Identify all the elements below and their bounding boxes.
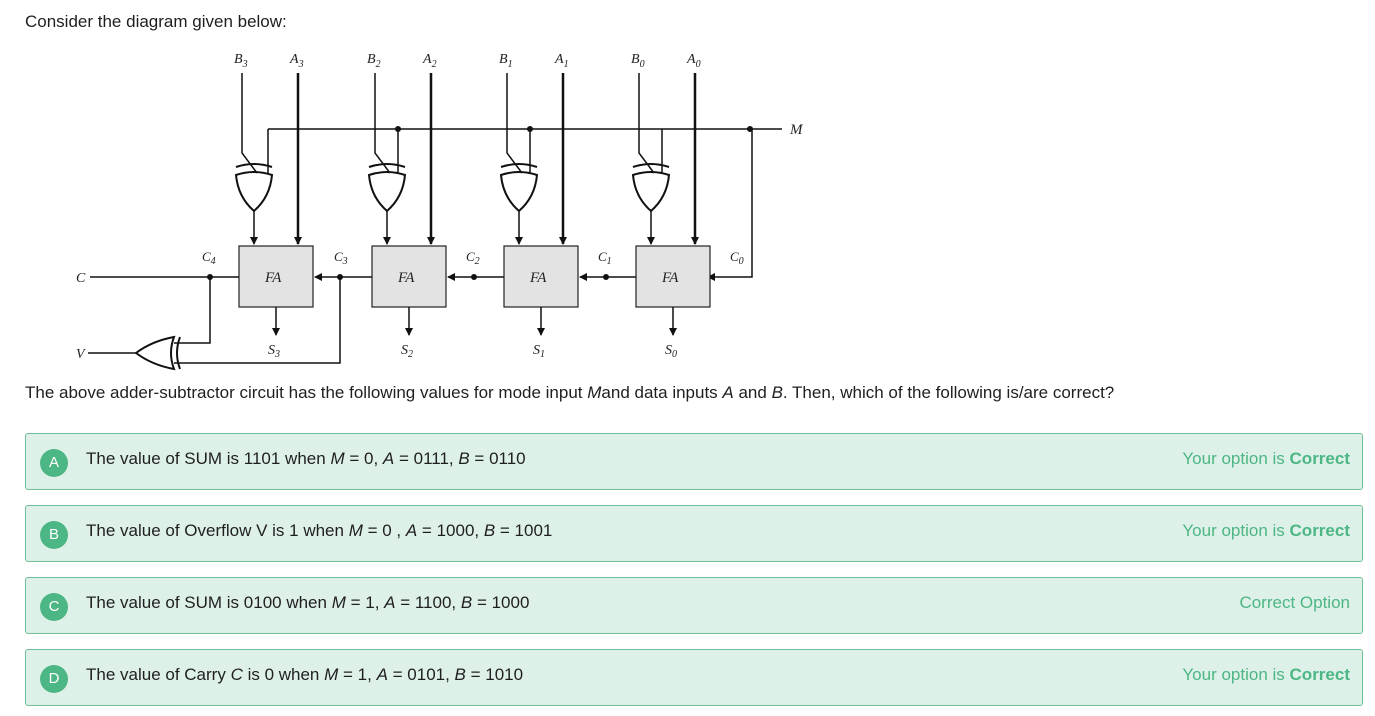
xor-gate-1: [499, 163, 539, 213]
label-c0: C0: [730, 249, 744, 267]
full-adders: FA FA FA FA: [238, 245, 711, 308]
option-letter-a: A: [40, 449, 68, 477]
label-c1: C1: [598, 249, 612, 267]
label-b3: B3: [234, 52, 248, 70]
option-status-c: Correct Option: [1239, 593, 1350, 612]
carry-labels: C4 C3 C2 C1 C0: [202, 249, 744, 267]
label-c-output: C: [76, 271, 86, 286]
label-v-output: V: [76, 347, 86, 362]
input-labels: B3 A3 B2 A2 B1 A1 B0 A0: [234, 52, 701, 70]
option-text-c: The value of SUM is 0100 when M = 1, A =…: [86, 593, 530, 612]
option-text-b: The value of Overflow V is 1 when M = 0 …: [86, 521, 553, 540]
fa-label-2: FA: [397, 270, 415, 286]
option-text-a: The value of SUM is 1101 when M = 0, A =…: [86, 449, 526, 468]
option-b[interactable]: B The value of Overflow V is 1 when M = …: [25, 505, 1363, 562]
sum-wires: [272, 307, 677, 336]
option-letter-d: D: [40, 665, 68, 693]
mode-line: [268, 128, 782, 281]
xor-gate-2: [367, 163, 407, 213]
fa-label-3: FA: [264, 270, 282, 286]
option-d[interactable]: D The value of Carry C is 0 when M = 1, …: [25, 649, 1363, 706]
option-a[interactable]: A The value of SUM is 1101 when M = 0, A…: [25, 433, 1363, 490]
option-status-b: Your option is Correct: [1182, 521, 1350, 540]
option-text-d: The value of Carry C is 0 when M = 1, A …: [86, 665, 524, 684]
label-c4: C4: [202, 249, 216, 267]
b-input-wires: [241, 73, 663, 174]
sum-labels: S3 S2 S1 S0: [268, 343, 677, 360]
option-c[interactable]: C The value of SUM is 0100 when M = 1, A…: [25, 577, 1363, 634]
option-letter-b: B: [40, 521, 68, 549]
label-s3: S3: [268, 343, 280, 360]
label-a3: A3: [289, 52, 304, 70]
adder-subtractor-diagram: B3 A3 B2 A2 B1 A1 B0 A0 M: [76, 52, 804, 371]
label-b0: B0: [631, 52, 645, 70]
overflow-xor-gate: [88, 335, 181, 371]
question-text: The above adder-subtractor circuit has t…: [25, 383, 1115, 402]
xor-gate-3: [234, 163, 274, 213]
fa-input-wires: [250, 73, 699, 245]
label-m: M: [789, 122, 804, 138]
label-s2: S2: [401, 343, 413, 360]
label-a2: A2: [422, 52, 437, 70]
label-b2: B2: [367, 52, 381, 70]
label-c3: C3: [334, 249, 348, 267]
xor-gate-0: [631, 163, 671, 213]
full-adder-2: [371, 245, 447, 308]
option-status-d: Your option is Correct: [1182, 665, 1350, 684]
xor-gates: [234, 163, 671, 213]
label-s0: S0: [665, 343, 677, 360]
option-letter-c: C: [40, 593, 68, 621]
label-b1: B1: [499, 52, 513, 70]
intro-text: Consider the diagram given below:: [25, 12, 287, 31]
label-c2: C2: [466, 249, 480, 267]
label-a0: A0: [686, 52, 701, 70]
fa-label-0: FA: [661, 270, 679, 286]
full-adder-1: [503, 245, 579, 308]
label-s1: S1: [533, 343, 545, 360]
label-a1: A1: [554, 52, 569, 70]
fa-label-1: FA: [529, 270, 547, 286]
option-status-a: Your option is Correct: [1182, 449, 1350, 468]
